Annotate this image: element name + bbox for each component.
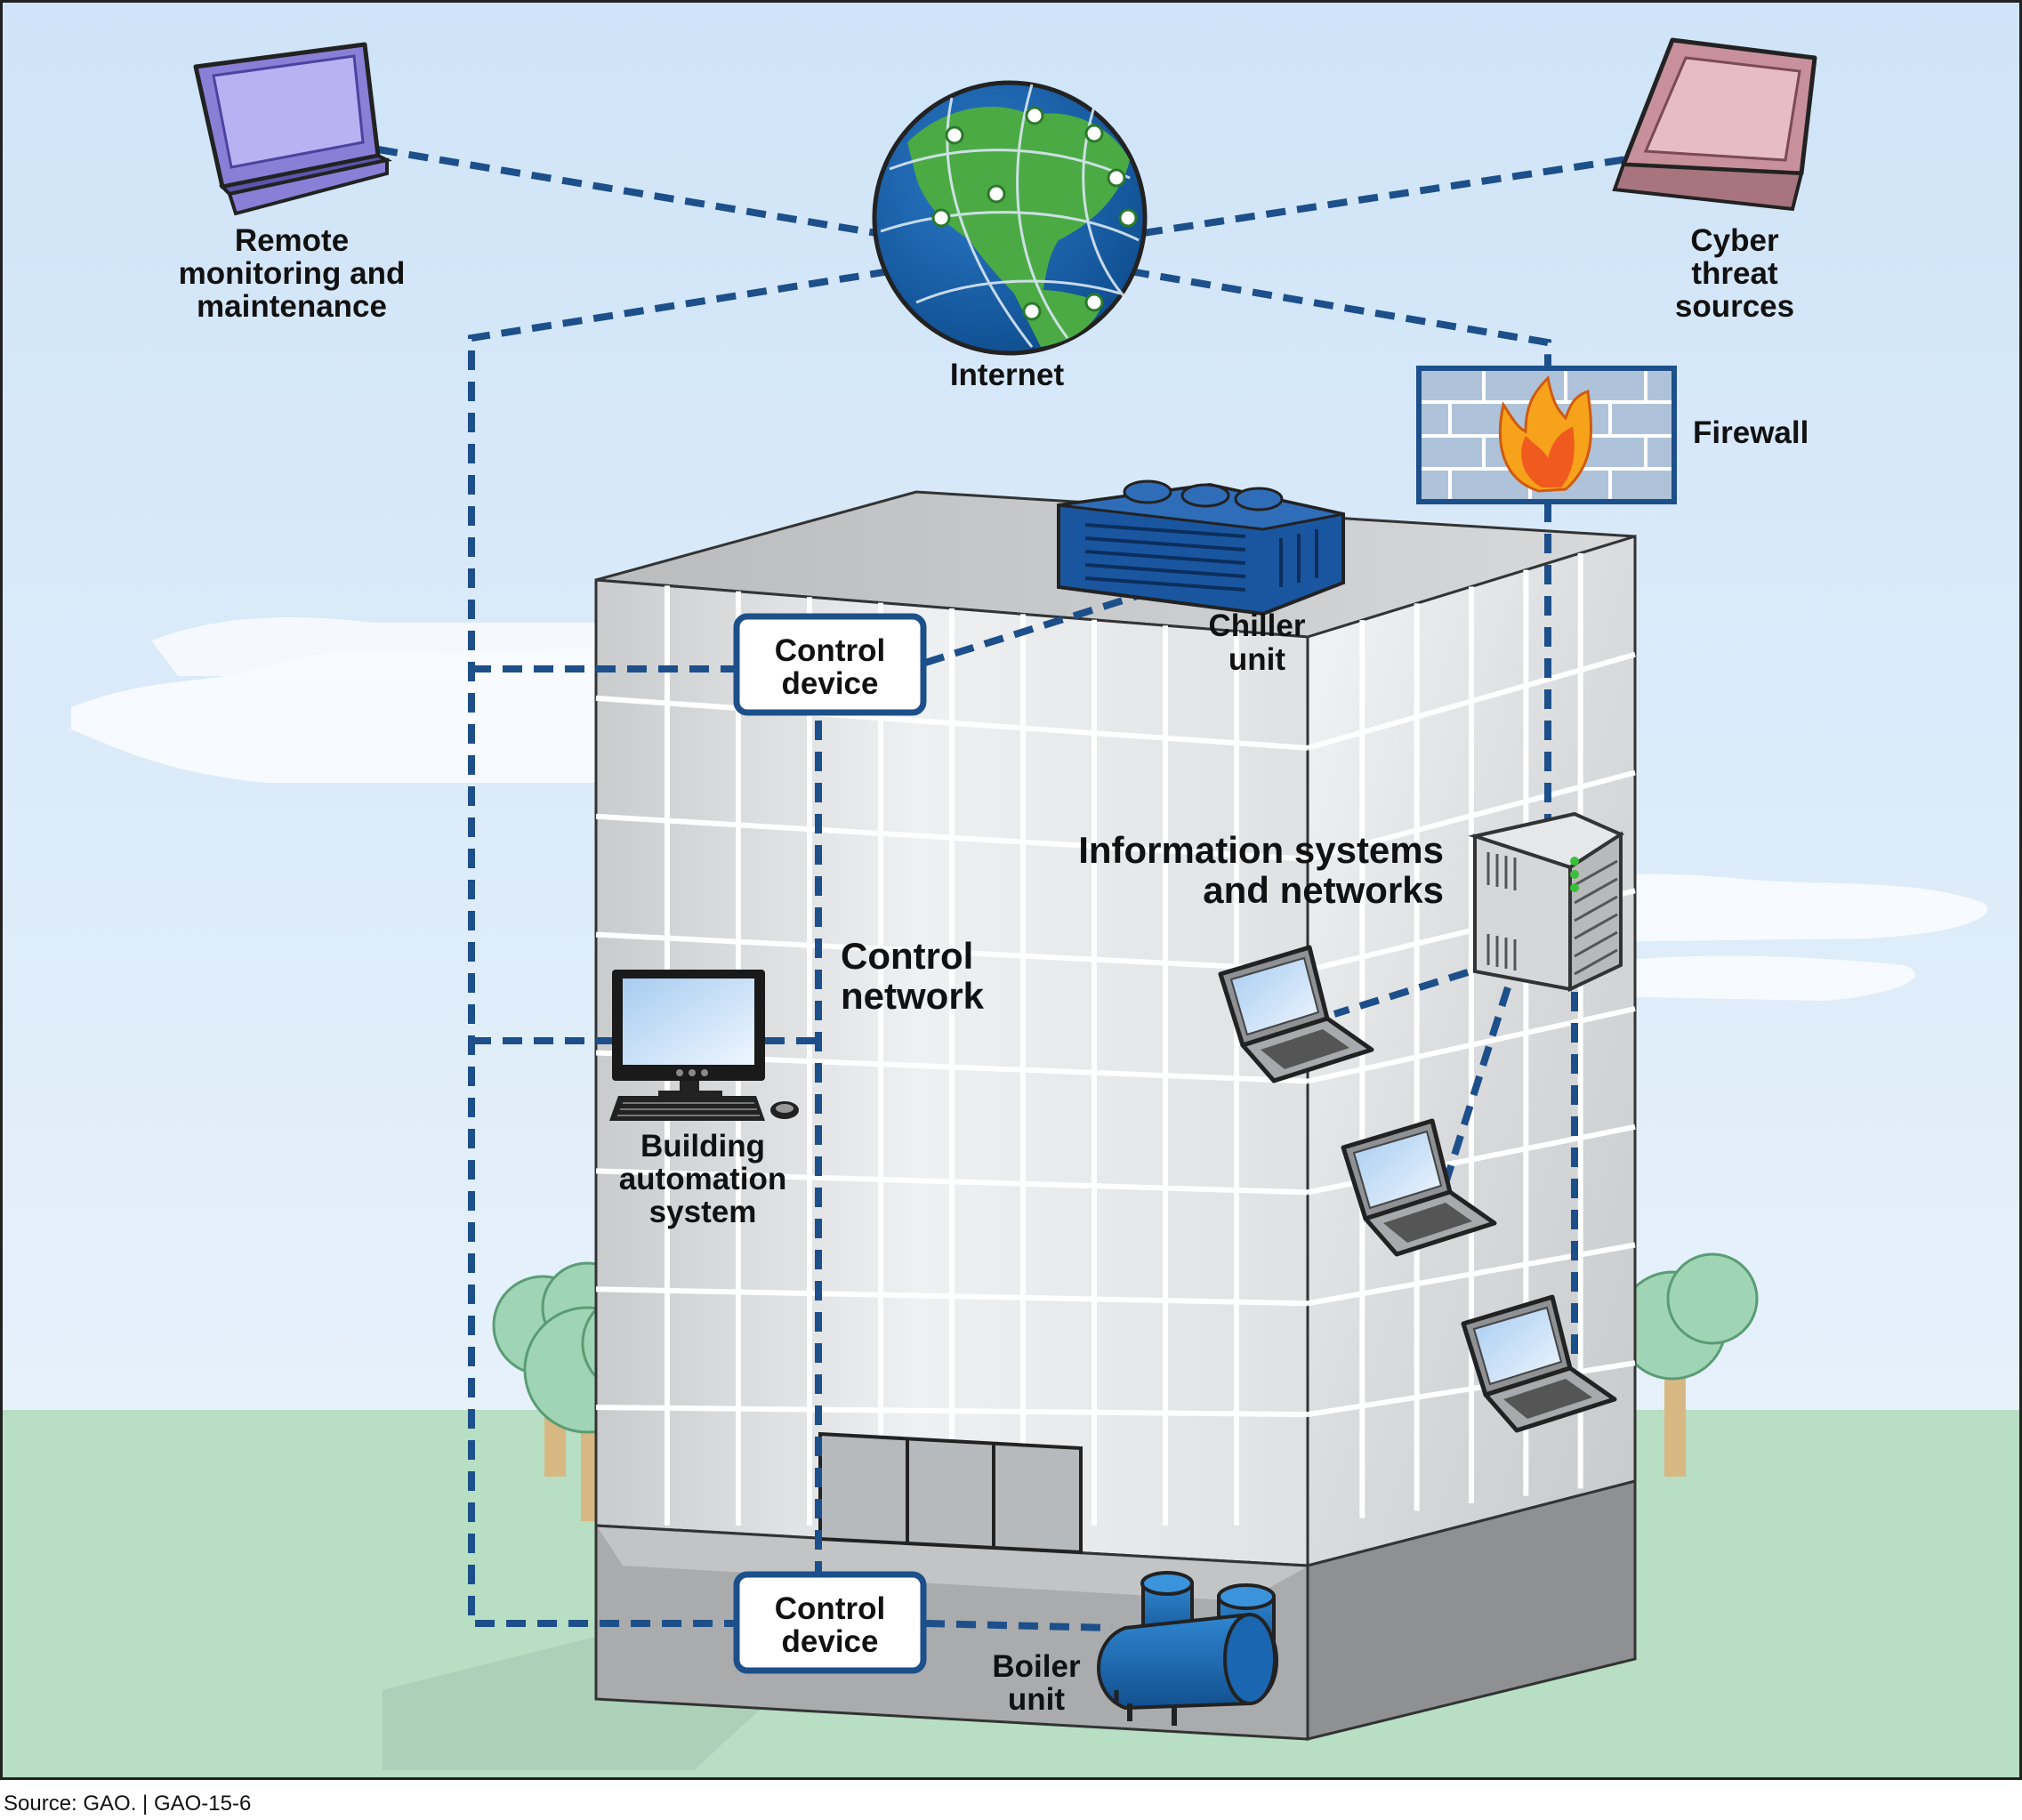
laptop-icon [1341, 1118, 1497, 1257]
source-note: Source: GAO. | GAO-15-6 [4, 1792, 251, 1816]
flame-icon [1498, 374, 1593, 493]
remote-label-line3: maintenance [197, 289, 387, 324]
basement-ceiling [598, 1527, 1306, 1601]
network-link [468, 268, 890, 1627]
control-network-label-line1: Control [841, 935, 973, 977]
info-systems-label-line2: and networks [1203, 869, 1444, 911]
control-network-label-line2: network [841, 975, 985, 1017]
remote-label-line1: Remote [235, 223, 349, 258]
chiller-label-line2: unit [1229, 642, 1285, 677]
firewall-label: Firewall [1693, 415, 1809, 450]
control-network-label: Control network [841, 935, 985, 1017]
threat-label: Cyber threat sources [1675, 223, 1794, 324]
laptop-icon [1612, 37, 1817, 212]
chiller-label-line1: Chiller [1209, 608, 1306, 643]
remote-label: Remote monitoring and maintenance [179, 223, 406, 324]
bas-label: Building automation system [619, 1129, 787, 1229]
laptop-icon [1461, 1294, 1617, 1433]
boiler-label: Boiler unit [992, 1649, 1081, 1717]
control-device-bottom-label-line1: Control [775, 1591, 885, 1626]
bas-label-line3: system [649, 1195, 757, 1229]
boiler-label-line2: unit [1008, 1682, 1065, 1717]
control-device-top-label-line1: Control [775, 633, 885, 668]
threat-label-line2: threat [1691, 256, 1778, 291]
network-link [1442, 986, 1511, 1185]
control-device-top: Control device [733, 613, 927, 716]
globe-icon [872, 80, 1148, 356]
internet-label: Internet [950, 358, 1065, 392]
network-link [923, 584, 1167, 666]
tree-icon [1617, 1252, 1759, 1477]
desktop-computer-icon [609, 970, 799, 1121]
control-device-bottom: Control device [733, 1571, 927, 1674]
control-device-top-label-line2: device [782, 666, 879, 701]
chiller-icon [1057, 479, 1345, 616]
firewall-icon [1416, 366, 1677, 504]
control-device-bottom-label-line2: device [782, 1624, 879, 1659]
boiler-icon [1097, 1571, 1278, 1726]
threat-label-line1: Cyber [1690, 223, 1779, 258]
info-systems-label: Information systems and networks [1078, 829, 1444, 911]
laptop-icon [1218, 945, 1374, 1083]
network-link [1129, 268, 1551, 369]
server-icon [1468, 811, 1625, 993]
bas-label-line2: automation [619, 1162, 787, 1196]
info-systems-label-line1: Information systems [1078, 829, 1444, 871]
bas-label-line1: Building [640, 1129, 765, 1164]
network-links [377, 146, 1633, 1631]
remote-label-line2: monitoring and [179, 256, 406, 291]
network-link [377, 146, 877, 237]
network-link [1333, 969, 1470, 1018]
threat-label-line3: sources [1675, 289, 1794, 324]
basement-side [1306, 1479, 1637, 1741]
network-link [924, 1620, 1113, 1631]
entrance-doors [818, 1431, 1083, 1555]
chiller-label: Chiller unit [1209, 608, 1306, 677]
network-link [1142, 155, 1633, 237]
figure-border [0, 0, 2022, 1780]
laptop-icon [193, 42, 392, 216]
boiler-label-line1: Boiler [992, 1649, 1081, 1684]
